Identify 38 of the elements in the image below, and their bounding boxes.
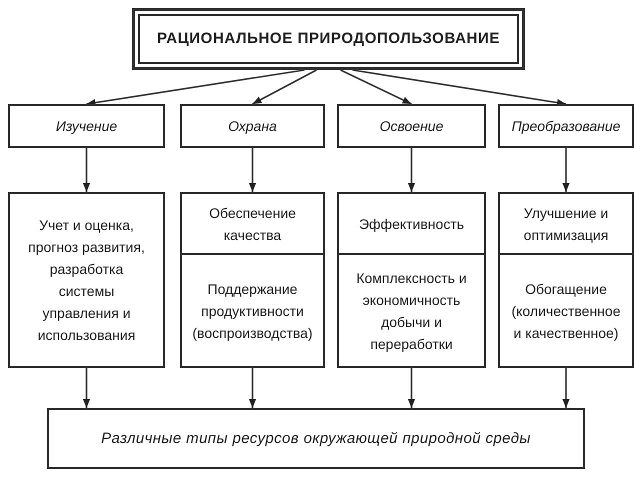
node-label: Обеспечение качества <box>208 204 297 244</box>
node-label: РАЦИОНАЛЬНОЕ ПРИРОДОПОЛЬЗОВАНИЕ <box>157 29 500 49</box>
arrow <box>82 148 90 192</box>
arrow <box>248 368 256 408</box>
node-label: Охрана <box>228 117 277 136</box>
process-box <box>8 104 165 148</box>
process-box <box>337 104 486 148</box>
arrow <box>252 69 317 105</box>
arrow <box>86 69 305 106</box>
arrow <box>562 148 570 192</box>
node-label: Обогащение (количественное и качественное) <box>510 280 622 343</box>
node-label: Комплексность и экономичность добычи и переработки <box>355 268 468 354</box>
process-box <box>8 192 165 368</box>
node-label: Поддержание продуктивности (воспроизводства) <box>192 280 313 343</box>
process-box <box>498 104 634 148</box>
arrow <box>340 69 412 105</box>
node-label: Учет и оценка, прогноз развития, разработка системы управления и использования <box>27 216 146 345</box>
arrow <box>562 368 570 408</box>
node-label: Преобразование <box>512 117 620 136</box>
process-box <box>180 192 325 255</box>
process-box <box>337 253 486 368</box>
process-box <box>498 253 634 368</box>
arrow <box>352 69 566 106</box>
node-label: Эффективность <box>358 214 464 234</box>
process-box <box>180 104 325 148</box>
arrow <box>82 368 90 408</box>
arrow <box>248 148 256 192</box>
node-label: Улучшение и оптимизация <box>522 204 610 245</box>
process-box <box>498 192 634 255</box>
node-label: Различные типы ресурсов окружающей природной среды <box>101 428 531 448</box>
process-box <box>337 192 486 255</box>
title-box <box>132 8 525 70</box>
arrow <box>408 368 416 408</box>
node-label: Освоение <box>380 117 444 136</box>
process-box <box>180 253 325 368</box>
node-label: Изучение <box>56 117 118 136</box>
process-box <box>47 408 585 469</box>
arrow <box>408 148 416 192</box>
